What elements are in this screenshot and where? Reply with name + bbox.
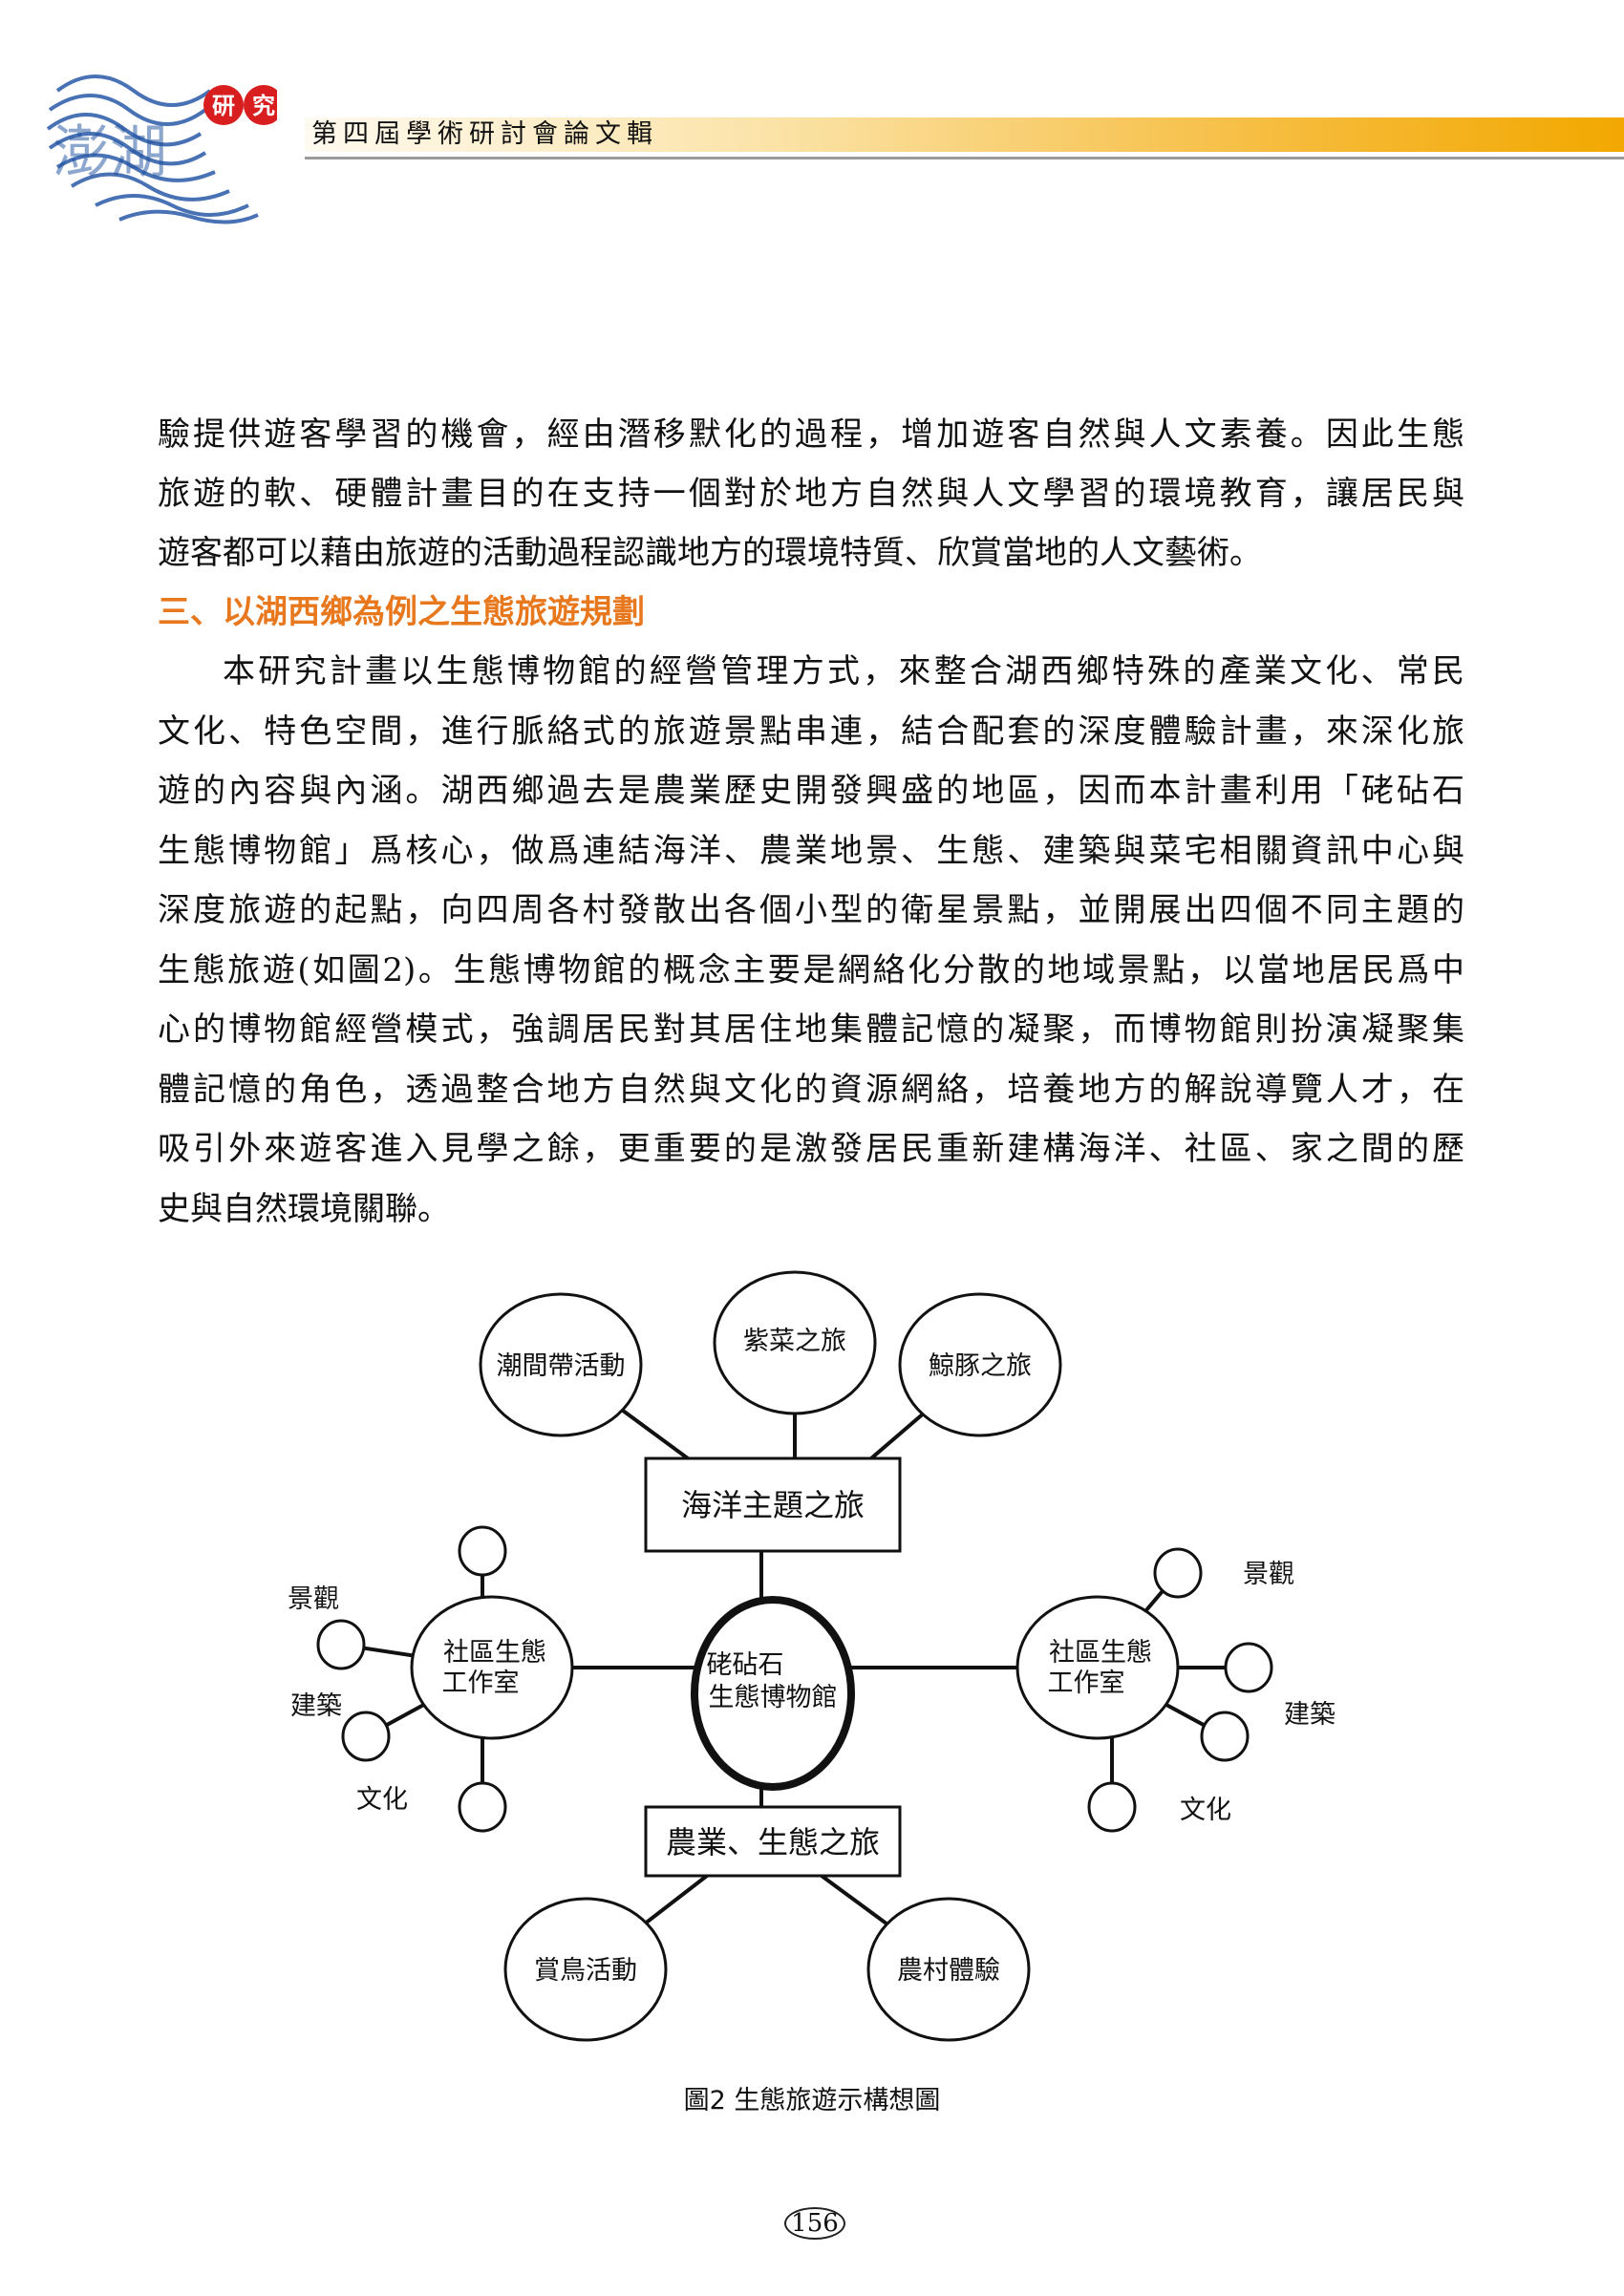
paragraph-line: 心的博物館經營模式，強調居民對其居住地集體記憶的凝聚，而博物館則扮演凝聚集 [158,1010,1464,1049]
right-studio-label-2: 工作室 [1048,1669,1125,1698]
paragraph-line: 深度旅遊的起點，向四周各村發散出各個小型的衛星景點，並開展出四個不同主題的 [158,891,1464,929]
marine-box-label: 海洋主題之旅 [681,1487,865,1523]
node-label: 賞鳥活動 [534,1956,637,1986]
header-bar [305,117,1624,152]
figure-caption: 圖2 生態旅遊示構想圖 [683,2086,941,2115]
satellite-circles [316,1525,1273,1833]
page-number: 156 [784,2207,845,2240]
right-label-landscape: 景觀 [1243,1560,1294,1589]
right-studio-label-1: 社區生態 [1049,1638,1152,1668]
agri-theme-box [644,1805,902,1878]
right-label-architecture: 建築 [1284,1700,1336,1730]
header-rule [305,157,1624,159]
paragraph-line: 史與自然環境關聯。 [158,1190,450,1228]
logo-badge-1: 研 [212,92,235,119]
logo-text: 澎湖 [53,119,167,186]
paragraph-line: 文化、特色空間，進行脈絡式的旅遊景點串連，結合配套的深度體驗計畫，來深化旅 [158,712,1464,751]
journal-title: 第四屆學術研討會論文輯 [311,119,658,149]
right-studio-node [1015,1595,1180,1740]
journal-logo: 澎湖 研 究 [38,53,284,224]
marine-theme-box [644,1456,902,1553]
node-label: 潮間帶活動 [497,1351,626,1381]
node-label: 紫菜之旅 [743,1327,846,1356]
center-museum-node [691,1596,855,1791]
left-studio-label-2: 工作室 [442,1669,520,1698]
paragraph-line: 體記憶的角色，透過整合地方自然與文化的資源網絡，培養地方的解說導覽人才，在 [158,1071,1464,1109]
node-label: 農村體驗 [897,1956,1000,1986]
left-label-culture: 文化 [356,1785,408,1815]
left-studio-node [410,1595,574,1740]
center-label-1: 硓砧石 [707,1650,784,1680]
paragraph-line: 本研究計畫以生態博物館的經營管理方式，來整合湖西鄉特殊的產業文化、常民 [223,652,1464,691]
section-heading: 三、以湖西鄉為例之生態旅遊規劃 [158,593,645,631]
paragraph-line: 吸引外來遊客進入見學之餘，更重要的是激發居民重新建構海洋、社區、家之間的歷 [158,1130,1464,1168]
node-intertidal [479,1292,643,1437]
left-label-architecture: 建築 [290,1691,342,1721]
paragraph-line: 旅遊的軟、硬體計畫目的在支持一個對於地方自然與人文學習的環境教育，讓居民與 [158,475,1464,513]
paragraph-line: 生態旅遊(如圖2)。生態博物館的概念主要是網絡化分散的地域景點，以當地居民爲中 [158,951,1464,989]
node-label: 鯨豚之旅 [929,1351,1032,1381]
agri-box-label: 農業、生態之旅 [666,1824,880,1860]
logo-badge-2: 究 [252,92,275,119]
paragraph-line: 生態博物館」爲核心，做爲連結海洋、農業地景、生態、建築與菜宅相關資訊中心與 [158,832,1464,870]
right-label-culture: 文化 [1180,1796,1231,1825]
paragraph-line: 驗提供遊客學習的機會，經由潛移默化的過程，增加遊客自然與人文素養。因此生態 [158,415,1464,454]
logo-wave-icon: 澎湖 研 究 [46,74,284,224]
left-studio-label-1: 社區生態 [443,1638,546,1668]
node-farm-experience [866,1897,1031,2042]
node-birdwatching [503,1897,668,2042]
paragraph-line: 遊的內容與內涵。湖西鄉過去是農業歷史開發興盛的地區，因而本計畫利用「硓砧石 [158,772,1464,810]
left-label-landscape: 景觀 [288,1584,339,1614]
center-label-2: 生態博物館 [709,1683,838,1712]
paragraph-line: 遊客都可以藉由旅遊的活動過程認識地方的環境特質、欣賞當地的人文藝術。 [158,534,1262,572]
node-dolphin [898,1292,1062,1437]
node-seaweed [713,1270,877,1415]
